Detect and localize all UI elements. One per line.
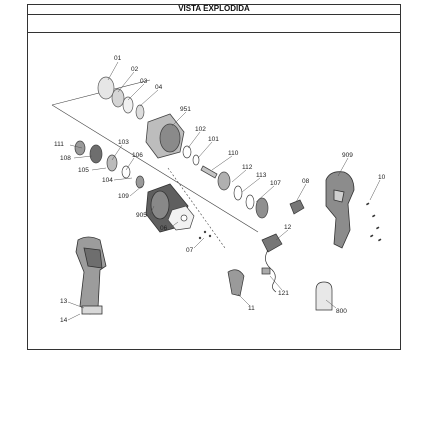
part-label-103: 103 bbox=[118, 139, 129, 146]
bracket-plate bbox=[167, 205, 195, 231]
part-label-14: 14 bbox=[60, 317, 68, 324]
part-label-13: 13 bbox=[60, 298, 68, 305]
header-divider bbox=[27, 32, 401, 33]
part-label-800: 800 bbox=[336, 308, 347, 315]
diagram-frame bbox=[27, 4, 401, 350]
part-label-12: 12 bbox=[284, 224, 292, 231]
part-label-01: 01 bbox=[114, 55, 122, 62]
handle-housing bbox=[75, 236, 107, 315]
gearbox-housing bbox=[145, 113, 185, 159]
leader-lines bbox=[67, 61, 381, 321]
washer-rings bbox=[182, 145, 269, 219]
part-label-110: 110 bbox=[228, 150, 239, 157]
part-labels: 01 02 03 04 951 102 101 110 112 113 107 … bbox=[54, 55, 386, 324]
part-label-101: 101 bbox=[208, 136, 219, 143]
page-title: VISTA EXPLODIDA bbox=[27, 4, 401, 15]
part-label-02: 02 bbox=[131, 66, 139, 73]
part-label-11: 11 bbox=[248, 305, 255, 312]
part-label-04: 04 bbox=[155, 84, 163, 91]
part-label-06: 06 bbox=[160, 225, 168, 232]
part-label-951: 951 bbox=[180, 106, 191, 113]
part-label-104: 104 bbox=[102, 177, 113, 184]
part-label-03: 03 bbox=[140, 78, 148, 85]
direction-switch bbox=[289, 199, 305, 215]
part-label-08: 08 bbox=[302, 178, 310, 185]
part-label-121: 121 bbox=[278, 290, 289, 297]
part-label-113: 113 bbox=[256, 172, 267, 179]
part-label-111: 111 bbox=[54, 141, 64, 148]
part-label-905: 905 bbox=[136, 212, 147, 219]
part-label-107: 107 bbox=[270, 180, 281, 187]
part-label-106: 106 bbox=[132, 152, 143, 159]
housing-half bbox=[325, 171, 355, 249]
planetary-gear-stack bbox=[74, 140, 145, 189]
trigger bbox=[227, 269, 245, 297]
part-label-108: 108 bbox=[60, 155, 71, 162]
battery-icon bbox=[315, 281, 333, 311]
part-label-109: 109 bbox=[118, 193, 129, 200]
part-label-102: 102 bbox=[195, 126, 206, 133]
part-label-07: 07 bbox=[186, 247, 194, 254]
part-label-10: 10 bbox=[378, 174, 386, 181]
trigger-switch bbox=[261, 233, 283, 293]
part-label-112: 112 bbox=[242, 164, 253, 171]
drive-shaft bbox=[200, 165, 218, 179]
part-label-909: 909 bbox=[342, 152, 353, 159]
small-screws bbox=[198, 230, 212, 240]
housing-screws bbox=[366, 202, 382, 242]
part-label-105: 105 bbox=[78, 167, 89, 174]
chuck-assembly bbox=[97, 76, 145, 120]
